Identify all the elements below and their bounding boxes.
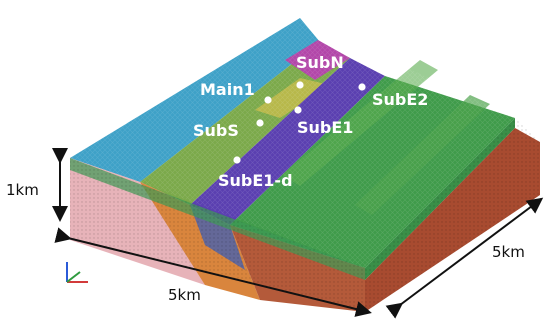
- point-sube1-marker: [294, 106, 302, 114]
- label-sube2: SubE2: [372, 90, 428, 109]
- label-subs: SubS: [193, 121, 239, 140]
- front-width-arrow: [54, 227, 372, 317]
- point-sube2-marker: [358, 83, 366, 91]
- label-main1: Main1: [200, 80, 255, 99]
- side-width-arrow: [385, 197, 544, 319]
- label-side-width: 5km: [492, 243, 525, 261]
- label-sube1: SubE1: [297, 118, 353, 137]
- axis-triad-icon: [66, 262, 88, 283]
- point-subs-marker: [256, 119, 264, 127]
- label-height: 1km: [6, 181, 39, 199]
- label-front-width: 5km: [168, 286, 201, 304]
- point-main1-marker: [264, 96, 272, 104]
- point-subn-marker: [296, 81, 304, 89]
- label-subn: SubN: [296, 53, 344, 72]
- label-sube1d: SubE1-d: [218, 171, 293, 190]
- point-sube1d-marker: [233, 156, 241, 164]
- monitoring-points: [233, 81, 366, 164]
